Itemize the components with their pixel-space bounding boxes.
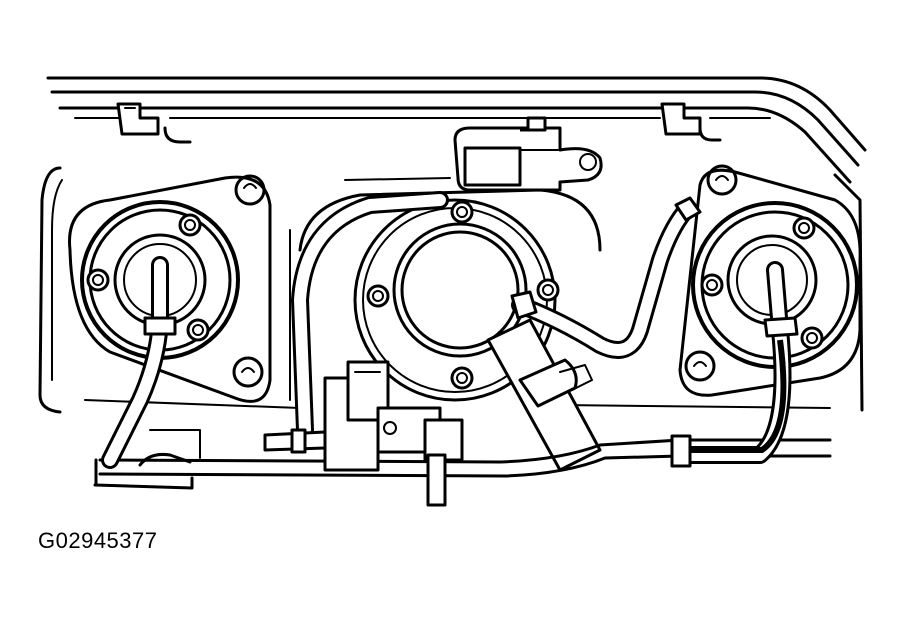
bracket-left — [116, 102, 160, 136]
vent-hose-center — [510, 196, 702, 359]
left-pump-plate — [68, 174, 272, 403]
crossover-hose — [291, 191, 449, 439]
filler-pipe — [486, 318, 602, 472]
pressure-sensor — [453, 116, 603, 192]
right-pump-hose — [670, 261, 799, 468]
left-pump-hose — [101, 256, 177, 469]
vacuum-valve — [263, 360, 464, 507]
return-lines — [93, 429, 832, 490]
figure-id-label: G02945377 — [38, 528, 158, 553]
bracket-right — [660, 102, 702, 136]
